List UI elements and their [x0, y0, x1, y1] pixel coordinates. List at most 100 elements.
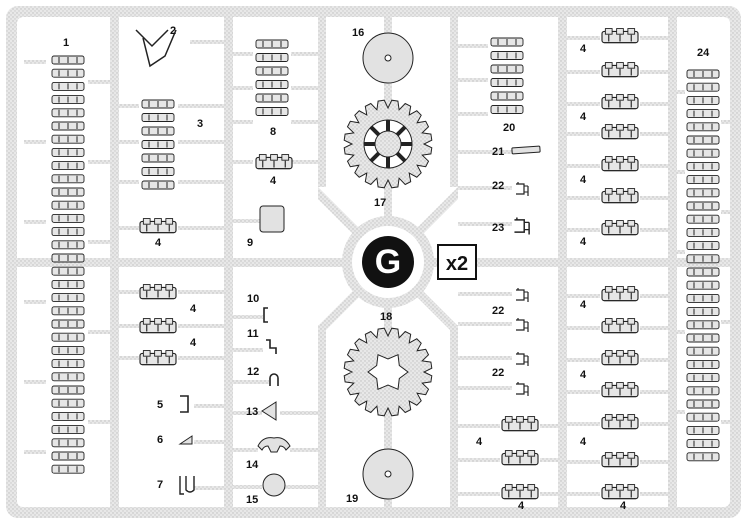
- single-track-link: [501, 416, 539, 432]
- single-track-link: [601, 414, 639, 430]
- track-link: [686, 412, 720, 422]
- label-part-24: 24: [697, 47, 710, 59]
- label-part-22c: 22: [492, 367, 505, 379]
- label-bottom-right-qty: 4: [620, 500, 627, 512]
- track-link: [686, 280, 720, 290]
- track-link: [686, 439, 720, 449]
- track-link: [51, 200, 85, 210]
- track-link: [490, 64, 524, 74]
- single-track-link: [139, 218, 177, 234]
- track-link: [255, 52, 289, 63]
- label-part-21: 21: [492, 146, 505, 158]
- label-part-22b: 22: [492, 305, 505, 317]
- track-link: [51, 134, 85, 144]
- track-link: [51, 213, 85, 223]
- track-link: [255, 66, 289, 76]
- track-link: [51, 306, 85, 316]
- single-track-link: [601, 350, 639, 366]
- track-link: [686, 175, 720, 185]
- track-link: [255, 106, 289, 117]
- single-track-link: [601, 156, 639, 172]
- track-link: [686, 254, 720, 264]
- track-link: [51, 81, 85, 91]
- single-track-link: [601, 286, 639, 302]
- label-part-16: 16: [352, 27, 365, 39]
- track-link: [686, 188, 720, 198]
- sprue-letter-badge: G: [362, 236, 414, 288]
- track-link: [51, 108, 85, 118]
- track-link: [141, 180, 175, 190]
- sprue-quantity-box: x2: [437, 244, 477, 280]
- track-link: [51, 385, 85, 395]
- label-part-3: 3: [197, 118, 204, 130]
- track-link: [51, 293, 85, 303]
- label-bottom-center-qty-a: 4: [476, 436, 483, 448]
- track-link: [686, 346, 720, 356]
- single-track-link: [501, 484, 539, 500]
- single-track-link: [139, 318, 177, 334]
- track-link: [686, 82, 720, 92]
- track-link: [686, 307, 720, 317]
- single-track-link: [255, 154, 293, 170]
- single-track-link: [601, 62, 639, 78]
- label-bottom-center-qty-b: 4: [518, 500, 525, 512]
- track-link: [51, 319, 85, 329]
- single-track-link: [601, 28, 639, 44]
- label-part-15: 15: [246, 494, 259, 506]
- single-track-link: [601, 484, 639, 500]
- track-link: [490, 37, 524, 47]
- label-right-qty-3: 4: [580, 174, 587, 186]
- part-2-bracket: [135, 29, 177, 68]
- track-link: [686, 333, 720, 343]
- label-part-2: 2: [170, 25, 177, 37]
- label-part-5: 5: [157, 399, 164, 411]
- track-link: [51, 253, 85, 263]
- label-part-23: 23: [492, 222, 505, 234]
- track-link: [686, 386, 720, 396]
- label-right-qty-7: 4: [580, 436, 587, 448]
- track-link: [490, 104, 524, 115]
- track-link: [51, 451, 85, 461]
- label-lower-left-qty-b: 4: [190, 337, 197, 349]
- label-right-qty-5: 4: [580, 299, 587, 311]
- track-link: [51, 161, 85, 171]
- single-track-link: [501, 450, 539, 466]
- label-part-3-qty: 4: [155, 237, 162, 249]
- label-right-qty-4: 4: [580, 236, 587, 248]
- track-link: [141, 139, 175, 150]
- track-link: [51, 464, 85, 474]
- label-lower-left-qty-a: 4: [190, 303, 197, 315]
- single-track-link: [601, 188, 639, 204]
- track-link: [686, 201, 720, 211]
- label-part-18: 18: [380, 311, 393, 323]
- single-track-link: [601, 318, 639, 334]
- single-track-link: [601, 94, 639, 110]
- label-part-17: 17: [374, 197, 387, 209]
- track-link: [51, 411, 85, 421]
- track-link: [686, 425, 720, 435]
- label-part-9: 9: [247, 237, 254, 249]
- track-link: [141, 112, 175, 123]
- track-link: [490, 77, 524, 88]
- track-link: [686, 399, 720, 409]
- label-part-6: 6: [157, 434, 164, 446]
- track-link: [51, 266, 85, 276]
- label-part-14: 14: [246, 459, 259, 471]
- single-track-link: [139, 350, 177, 366]
- label-part-7: 7: [157, 479, 164, 491]
- track-link: [51, 55, 85, 65]
- track-link: [255, 93, 289, 103]
- track-link: [141, 99, 175, 109]
- label-part-8: 8: [270, 126, 277, 138]
- label-right-qty-2: 4: [580, 111, 587, 123]
- track-link: [51, 398, 85, 408]
- track-link: [686, 452, 720, 462]
- track-link: [686, 267, 720, 277]
- track-link: [51, 438, 85, 448]
- track-link: [51, 187, 85, 197]
- label-part-20: 20: [503, 122, 516, 134]
- track-link: [141, 166, 175, 177]
- track-link: [51, 359, 85, 369]
- track-link: [51, 345, 85, 355]
